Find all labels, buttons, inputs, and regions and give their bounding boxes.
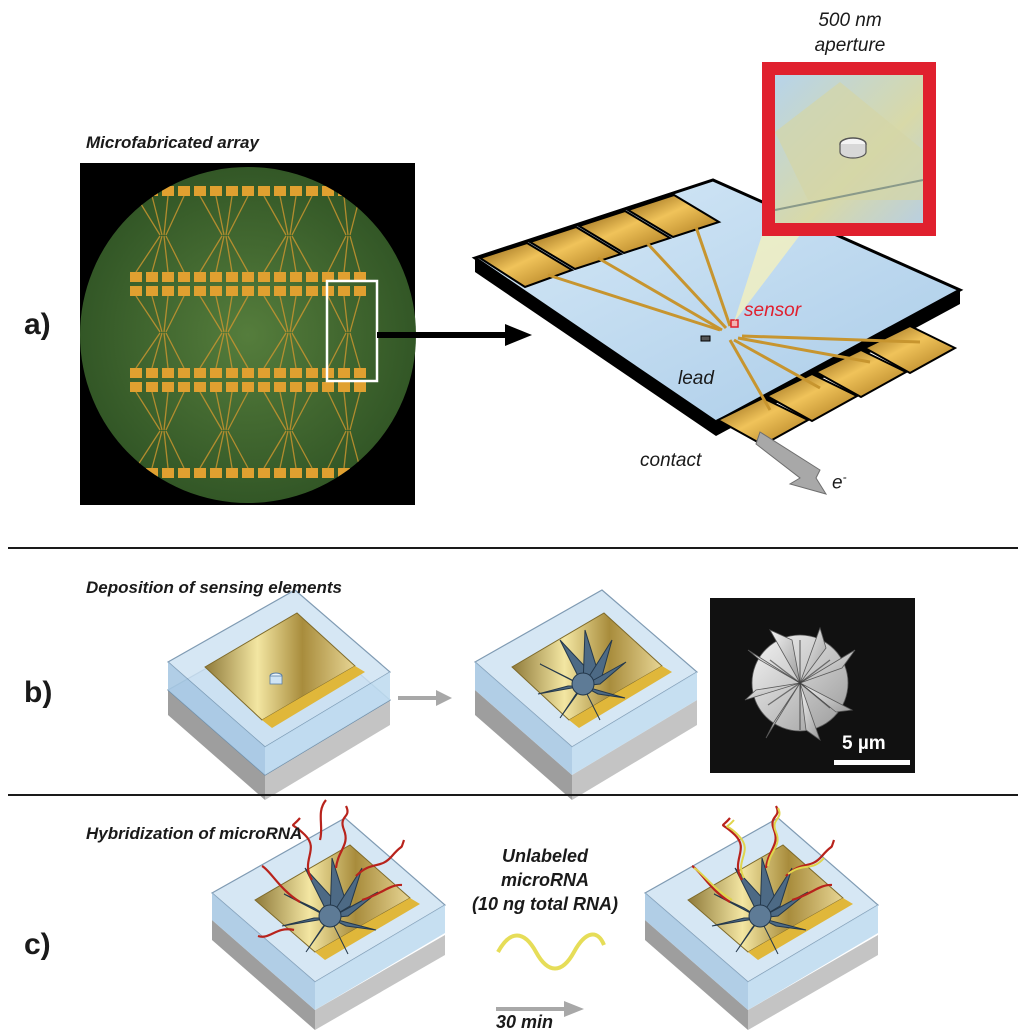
panel-a-heading: Microfabricated array [86,133,259,152]
chip-before-deposition [166,589,392,800]
inset-label-line2: aperture [814,35,886,56]
inset-label-line1: 500 nm [818,10,882,31]
wafer-photo [80,163,416,505]
time-label: 30 min [496,1012,554,1032]
panel-b-heading: Deposition of sensing elements [86,578,342,597]
chip-diagram [471,178,964,447]
divider-a-b [8,547,1018,549]
selection-box [325,279,379,383]
process-arrow-c [496,1001,584,1017]
zoom-arrow [377,324,532,346]
chip-with-probes [210,799,447,1030]
contact-label: contact [640,450,702,471]
panel-c-heading: Hybridization of microRNA [86,824,303,843]
scale-bar-label: 5 µm [842,733,886,754]
lead-label: lead [678,368,714,389]
middle-label-line1: Unlabeled [501,846,589,866]
middle-label-line2: microRNA [500,870,589,890]
sem-image [710,598,915,773]
aperture-inset [762,62,936,236]
sensor-label: sensor [744,300,802,321]
chip-after-deposition [473,589,699,800]
divider-b-c [8,794,1018,796]
panel-b-letter: b) [24,676,53,709]
middle-label-line3: (10 ng total RNA) [472,894,618,914]
microrna-strand [496,932,606,971]
process-arrow-b [398,690,452,706]
panel-c-letter: c) [24,928,51,961]
electron-arrow [755,431,828,495]
chip-hybridized [643,805,880,1030]
electron-label: e- [832,470,847,494]
panel-a-letter: a) [24,308,51,341]
